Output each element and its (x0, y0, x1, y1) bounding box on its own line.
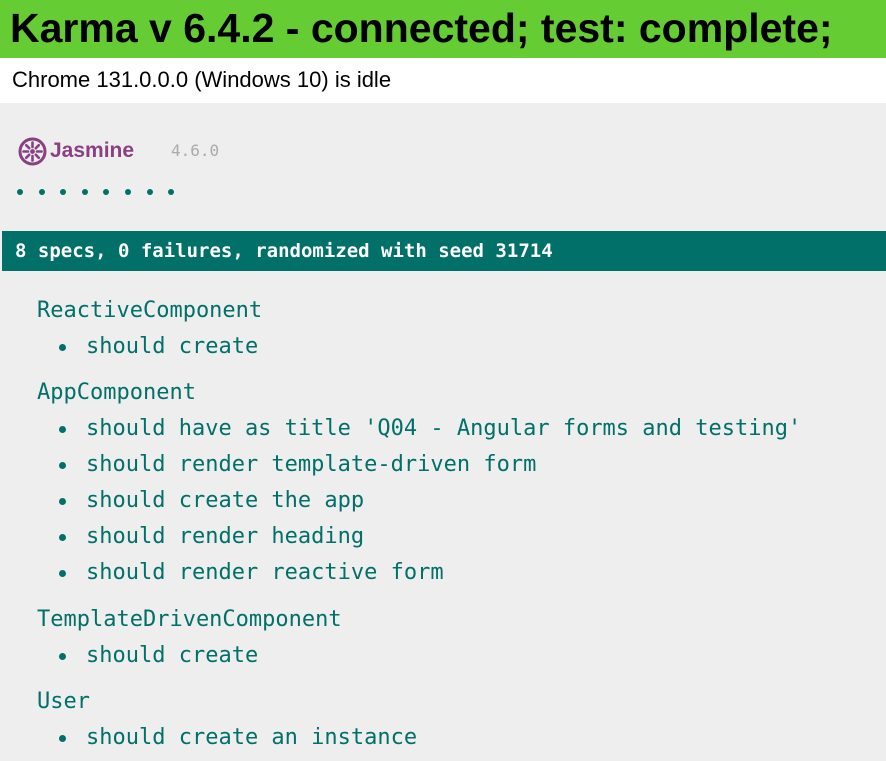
browser-status-bar: Chrome 131.0.0.0 (Windows 10) is idle (0, 58, 886, 103)
suite-title[interactable]: AppComponent (37, 380, 196, 405)
spec-link[interactable]: should create an instance (86, 725, 418, 750)
spec-bullet-icon (59, 498, 66, 505)
passed-spec-dot-icon[interactable] (79, 184, 101, 200)
suite-title[interactable]: User (37, 689, 90, 714)
jasmine-version: 4.6.0 (171, 141, 220, 160)
spec-link[interactable]: should create the app (86, 488, 365, 513)
passed-spec-dot-icon[interactable] (165, 184, 187, 200)
karma-status-title: Karma v 6.4.2 - connected; test: complet… (10, 5, 833, 51)
spec-link[interactable]: should create (86, 643, 259, 668)
spec-bullet-icon (59, 570, 66, 577)
passed-spec-dot-icon[interactable] (100, 184, 122, 200)
jasmine-wordmark: Jasmine (50, 139, 135, 162)
spec-bullet-icon (59, 653, 66, 660)
spec-bullet-icon (59, 534, 66, 541)
overall-result-text: 8 specs, 0 failures, randomized with see… (15, 240, 553, 262)
spec-link[interactable]: should render reactive form (86, 560, 444, 585)
suite-title[interactable]: TemplateDrivenComponent (37, 607, 342, 632)
symbol-summary (14, 184, 187, 200)
spec-bullet-icon (59, 462, 66, 469)
spec-bullet-icon (59, 426, 66, 433)
spec-bullet-icon (59, 735, 66, 742)
karma-banner: Karma v 6.4.2 - connected; test: complet… (0, 0, 886, 58)
spec-bullet-icon (59, 344, 66, 351)
spec-link[interactable]: should render heading (86, 524, 365, 549)
spec-link[interactable]: should have as title 'Q04 - Angular form… (86, 416, 802, 441)
jasmine-flower-icon (18, 137, 47, 165)
passed-spec-dot-icon[interactable] (36, 184, 58, 200)
suite-title[interactable]: ReactiveComponent (37, 298, 263, 323)
passed-spec-dot-icon[interactable] (122, 184, 144, 200)
spec-link[interactable]: should render template-driven form (86, 452, 537, 477)
jasmine-logo[interactable]: Jasmine (18, 136, 134, 166)
passed-spec-dot-icon[interactable] (144, 184, 166, 200)
passed-spec-dot-icon[interactable] (14, 184, 36, 200)
browser-status: Chrome 131.0.0.0 (Windows 10) is idle (12, 67, 392, 92)
overall-result-bar: 8 specs, 0 failures, randomized with see… (2, 231, 886, 271)
spec-link[interactable]: should create (86, 334, 259, 359)
passed-spec-dot-icon[interactable] (57, 184, 79, 200)
